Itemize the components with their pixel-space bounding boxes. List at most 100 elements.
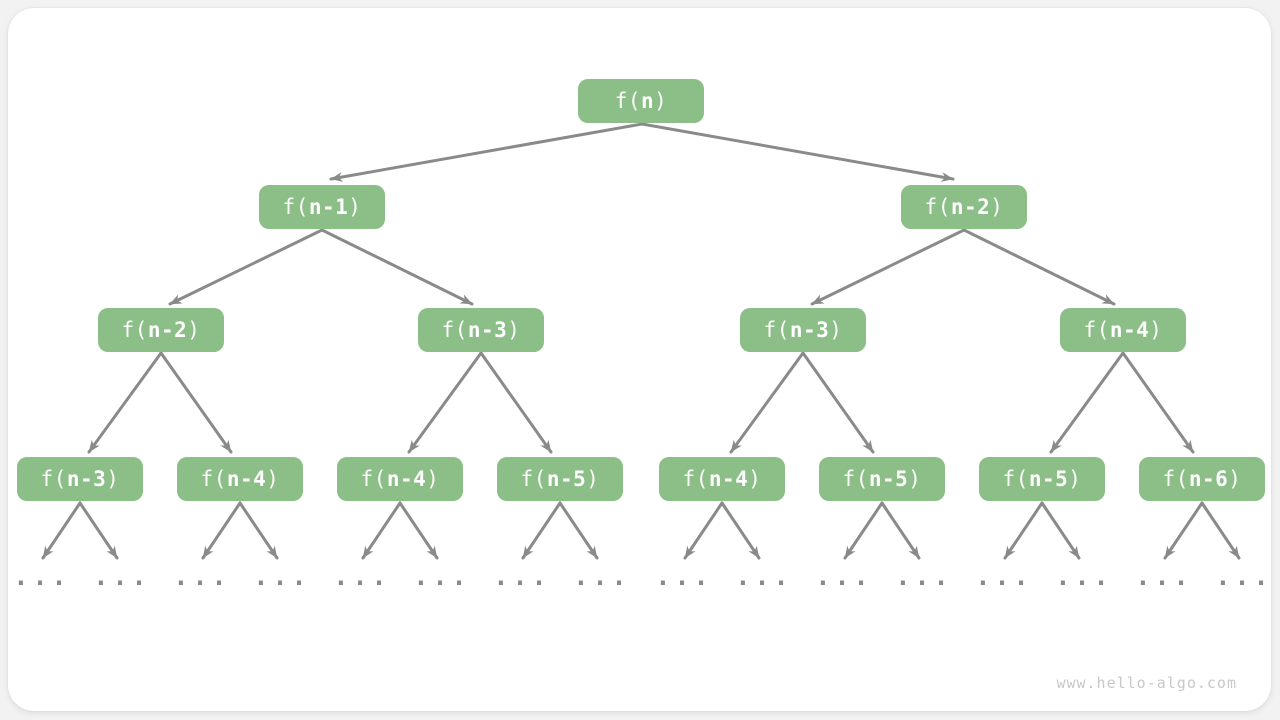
tree-node-f-n: f(n) bbox=[578, 79, 704, 123]
arrow bbox=[361, 501, 402, 560]
tree-node-f-n-6: f(n-6) bbox=[1139, 457, 1265, 501]
node-label-suffix: ) bbox=[1068, 467, 1082, 491]
node-label-prefix: f( bbox=[282, 195, 309, 219]
arrow bbox=[407, 351, 483, 454]
arrow bbox=[729, 351, 805, 454]
node-label-prefix: f( bbox=[842, 467, 869, 491]
tree-node-f-n-3: f(n-3) bbox=[418, 308, 544, 352]
arrow bbox=[41, 501, 82, 560]
node-label-suffix: ) bbox=[106, 467, 120, 491]
tree-node-f-n-3: f(n-3) bbox=[740, 308, 866, 352]
ellipsis: ... bbox=[1055, 562, 1113, 591]
node-label-suffix: ) bbox=[1149, 318, 1163, 342]
node-label-suffix: ) bbox=[990, 195, 1004, 219]
ellipsis: ... bbox=[333, 562, 391, 591]
ellipsis: ... bbox=[975, 562, 1033, 591]
tree-node-f-n-1: f(n-1) bbox=[259, 185, 385, 229]
arrow bbox=[479, 351, 553, 454]
node-label-prefix: f( bbox=[682, 467, 709, 491]
node-label-suffix: ) bbox=[586, 467, 600, 491]
node-label-suffix: ) bbox=[654, 89, 668, 113]
node-label-arg: n bbox=[640, 89, 655, 113]
node-label-prefix: f( bbox=[360, 467, 387, 491]
node-label-prefix: f( bbox=[40, 467, 67, 491]
ellipsis: ... bbox=[655, 562, 713, 591]
arrow bbox=[168, 228, 324, 306]
arrow bbox=[320, 228, 474, 306]
node-label-prefix: f( bbox=[520, 467, 547, 491]
arrow bbox=[962, 228, 1116, 306]
arrow bbox=[843, 501, 884, 560]
tree-node-f-n-4: f(n-4) bbox=[659, 457, 785, 501]
node-label-suffix: ) bbox=[829, 318, 843, 342]
node-label-arg: n-1 bbox=[308, 195, 349, 219]
node-label-arg: n-5 bbox=[1028, 467, 1069, 491]
arrow bbox=[558, 501, 599, 560]
node-label-arg: n-5 bbox=[868, 467, 909, 491]
node-label-arg: n-5 bbox=[546, 467, 587, 491]
arrow bbox=[880, 501, 921, 560]
node-label-suffix: ) bbox=[187, 318, 201, 342]
node-label-suffix: ) bbox=[348, 195, 362, 219]
ellipsis: ... bbox=[735, 562, 793, 591]
node-label-arg: n-3 bbox=[467, 318, 508, 342]
arrow bbox=[329, 122, 644, 182]
node-label-prefix: f( bbox=[1083, 318, 1110, 342]
ellipsis: ... bbox=[93, 562, 151, 591]
node-label-arg: n-6 bbox=[1188, 467, 1229, 491]
ellipsis: ... bbox=[413, 562, 471, 591]
tree-node-f-n-5: f(n-5) bbox=[497, 457, 623, 501]
tree-node-f-n-2: f(n-2) bbox=[901, 185, 1027, 229]
tree-node-f-n-5: f(n-5) bbox=[979, 457, 1105, 501]
node-label-arg: n-4 bbox=[226, 467, 267, 491]
tree-node-f-n-4: f(n-4) bbox=[1060, 308, 1186, 352]
node-label-prefix: f( bbox=[614, 89, 641, 113]
node-label-prefix: f( bbox=[441, 318, 468, 342]
tree-node-f-n-5: f(n-5) bbox=[819, 457, 945, 501]
node-label-prefix: f( bbox=[1002, 467, 1029, 491]
arrow bbox=[720, 501, 761, 560]
tree-node-f-n-4: f(n-4) bbox=[177, 457, 303, 501]
node-label-arg: n-4 bbox=[708, 467, 749, 491]
ellipsis: ... bbox=[1135, 562, 1193, 591]
node-label-prefix: f( bbox=[1162, 467, 1189, 491]
arrow bbox=[521, 501, 562, 560]
arrow bbox=[87, 351, 163, 454]
node-label-arg: n-4 bbox=[386, 467, 427, 491]
arrow bbox=[1163, 501, 1204, 560]
arrow bbox=[398, 501, 439, 560]
node-label-prefix: f( bbox=[121, 318, 148, 342]
arrow bbox=[810, 228, 966, 306]
arrow bbox=[640, 122, 955, 182]
node-label-prefix: f( bbox=[924, 195, 951, 219]
node-label-arg: n-3 bbox=[66, 467, 107, 491]
arrow bbox=[1040, 501, 1081, 560]
node-label-prefix: f( bbox=[200, 467, 227, 491]
arrow bbox=[683, 501, 724, 560]
node-label-arg: n-2 bbox=[950, 195, 991, 219]
ellipsis: ... bbox=[815, 562, 873, 591]
tree-node-f-n-4: f(n-4) bbox=[337, 457, 463, 501]
node-label-suffix: ) bbox=[1228, 467, 1242, 491]
ellipsis: ... bbox=[173, 562, 231, 591]
arrow bbox=[78, 501, 119, 560]
node-label-suffix: ) bbox=[426, 467, 440, 491]
arrow bbox=[1049, 351, 1125, 454]
ellipsis: ... bbox=[1215, 562, 1273, 591]
ellipsis: ... bbox=[493, 562, 551, 591]
ellipsis: ... bbox=[253, 562, 311, 591]
node-label-arg: n-4 bbox=[1109, 318, 1150, 342]
node-label-suffix: ) bbox=[266, 467, 280, 491]
node-label-arg: n-2 bbox=[147, 318, 188, 342]
node-label-suffix: ) bbox=[507, 318, 521, 342]
watermark: www.hello-algo.com bbox=[1056, 674, 1237, 692]
ellipsis: ... bbox=[13, 562, 71, 591]
node-label-arg: n-3 bbox=[789, 318, 830, 342]
ellipsis: ... bbox=[573, 562, 631, 591]
arrow bbox=[159, 351, 233, 454]
tree-node-f-n-2: f(n-2) bbox=[98, 308, 224, 352]
arrow bbox=[201, 501, 242, 560]
tree-node-f-n-3: f(n-3) bbox=[17, 457, 143, 501]
node-label-suffix: ) bbox=[748, 467, 762, 491]
